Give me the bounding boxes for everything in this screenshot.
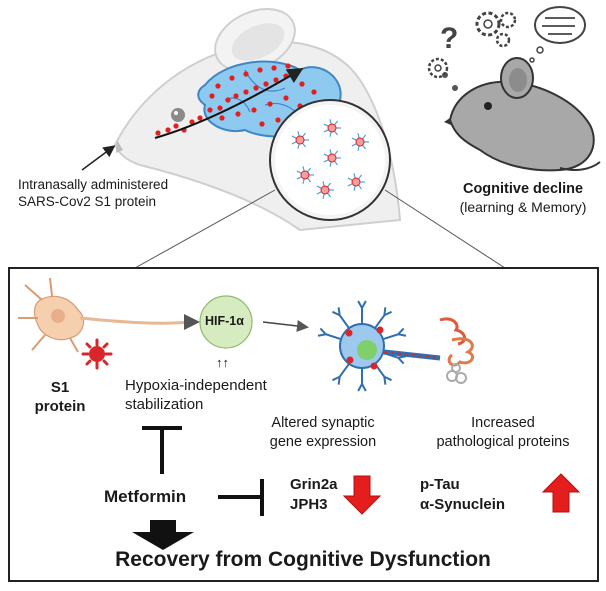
mechanism-box (8, 267, 599, 582)
hypoxia-label: Hypoxia-independent stabilization (125, 376, 267, 414)
synaptic-line-2: gene expression (269, 434, 377, 450)
cell-branch (332, 307, 352, 331)
cell-branch (372, 307, 392, 331)
cell-branch (380, 327, 407, 341)
hif-1a-node (199, 295, 253, 349)
cognitive-decline-block: Cognitive decline (learning & Memory) (442, 181, 604, 215)
admin-text: Intranasally administered SARS-Cov2 S1 p… (18, 176, 168, 210)
virus-dot (217, 105, 223, 111)
cognitive-title: Cognitive decline (462, 181, 584, 197)
neuron (18, 277, 191, 353)
s1-line-1: S1 (50, 379, 70, 396)
virus-dot (285, 63, 291, 69)
s1-virus-icon (81, 338, 113, 370)
microglia-cell (347, 173, 365, 191)
virus-dot (209, 93, 215, 99)
gear-icon (499, 11, 517, 29)
transport-arrow (154, 67, 304, 139)
hypoxia-line-2: stabilization (125, 396, 204, 413)
gear-icon (475, 11, 501, 37)
microglia-cell (296, 166, 314, 184)
virus-dot (271, 65, 277, 71)
virus-dot (235, 111, 241, 117)
increased-label: Increased pathological proteins (418, 414, 588, 452)
hif-to-cell-arrow (262, 320, 309, 332)
virus-dot (155, 130, 161, 136)
grin2a-label: Grin2a (290, 476, 338, 493)
admin-line-1: Intranasally administered (18, 177, 169, 192)
cell-branch (317, 327, 344, 341)
virus-dot (215, 83, 221, 89)
virus-dot (273, 77, 279, 83)
virus-dot (299, 81, 305, 87)
microglia-cell (291, 131, 309, 149)
gear-icon (427, 57, 449, 79)
admin-line-2: SARS-Cov2 S1 protein (18, 194, 157, 209)
zoom-circle (269, 99, 391, 221)
virus-dot (243, 89, 249, 95)
protein-aggregates (439, 317, 474, 384)
virus-dot (267, 101, 273, 107)
mouse-right-eye (484, 102, 492, 110)
microglia-cell (323, 119, 341, 137)
increased-line-2: pathological proteins (436, 434, 570, 450)
up-arrow-icon (541, 473, 581, 513)
ptau-label: p-Tau (420, 476, 460, 493)
recovery-label: Recovery from Cognitive Dysfunction (115, 548, 491, 571)
down-arrow-icon (342, 475, 382, 515)
affected-cell (317, 300, 441, 392)
virus-dot (275, 117, 281, 123)
s1-line-2: protein (34, 398, 86, 415)
synuclein-label: α-Synuclein (420, 496, 506, 513)
admin-pointer-arrow (81, 145, 116, 171)
virus-dot (259, 121, 265, 127)
metformin-label: Metformin (104, 487, 187, 506)
virus-dot (251, 107, 257, 113)
mouse-eye (171, 108, 185, 122)
virus-dot (243, 71, 249, 77)
virus-dot (197, 115, 203, 121)
synaptic-line-1: Altered synaptic (271, 415, 375, 431)
virus-dot (311, 89, 317, 95)
question-mark-icon: ? (440, 22, 459, 55)
virus-dot (165, 127, 171, 133)
increased-line-1: Increased (471, 415, 535, 431)
virus-dot (207, 107, 213, 113)
jph3-label: JPH3 (290, 496, 328, 513)
mouse-nose (116, 140, 123, 153)
hypoxia-line-1: Hypoxia-independent (125, 377, 267, 394)
virus-dot (283, 95, 289, 101)
thought-bubbles (427, 6, 586, 91)
microglia-cell (316, 181, 334, 199)
s1-protein-label: S1 protein (25, 378, 95, 416)
virus-dot (263, 81, 269, 87)
virus-dot (257, 67, 263, 73)
cell-branch (357, 366, 367, 392)
up-arrows-label: ↑↑ (216, 355, 229, 370)
hif-label: HIF-1α (205, 314, 244, 328)
virus-dot (189, 119, 195, 125)
cognitive-subtitle: (learning & Memory) (459, 199, 587, 215)
cloud-icon (534, 6, 586, 44)
microglia-cell (323, 149, 341, 167)
mouse-right (444, 57, 601, 172)
virus-dot (233, 93, 239, 99)
cell-branch (357, 300, 367, 326)
virus-dot (219, 115, 225, 121)
synaptic-label: Altered synaptic gene expression (258, 414, 388, 452)
gear-icon (495, 32, 511, 48)
recovery-arrow (132, 520, 194, 550)
microglia-cell (351, 133, 369, 151)
virus-dot (253, 85, 259, 91)
cell-branch (332, 361, 352, 385)
virus-dot (225, 97, 231, 103)
virus-dot (229, 75, 235, 81)
virus-dot (173, 123, 179, 129)
